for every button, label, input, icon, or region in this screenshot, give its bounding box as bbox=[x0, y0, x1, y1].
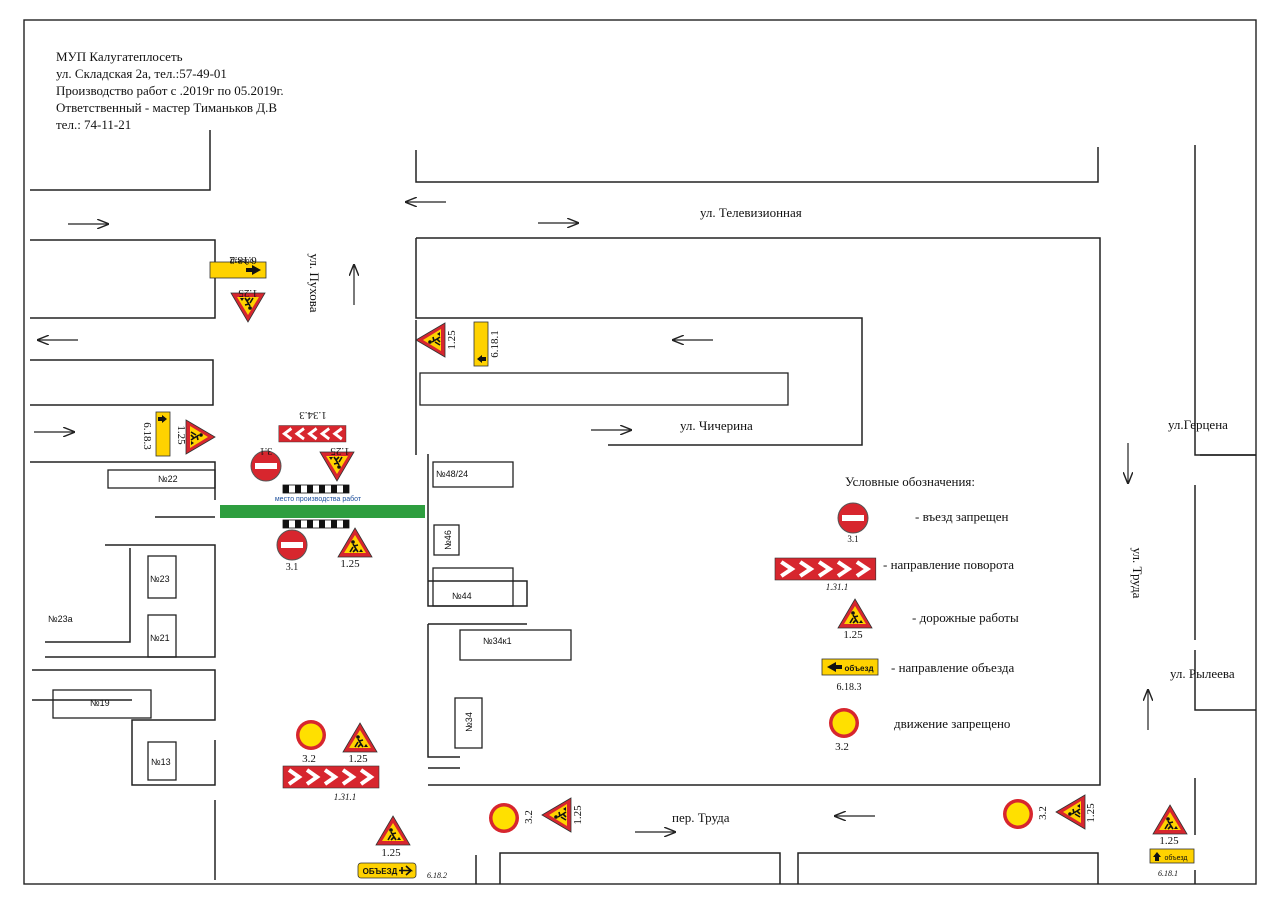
sign-code: 1.25 bbox=[1085, 803, 1097, 823]
detour-sign-6-18-2-top: объезд 6.18.2 bbox=[209, 254, 267, 279]
barrier-top bbox=[282, 484, 350, 494]
street-labels: ул. Телевизионная ул. Пухова ул. Чичерин… bbox=[307, 205, 1235, 825]
building-34k1: №34к1 bbox=[483, 636, 512, 646]
street-truda: ул. Труда bbox=[1130, 548, 1145, 599]
roadworks-sign-icon bbox=[415, 322, 446, 358]
legend-code: 3.1 bbox=[847, 534, 858, 544]
sign-code: 6.18.1 bbox=[1158, 869, 1178, 878]
sign-code: 3.1 bbox=[286, 562, 299, 573]
no-movement-sign-icon bbox=[296, 720, 326, 750]
sign-code: 3.2 bbox=[1037, 806, 1049, 820]
sign-code: 1.25 bbox=[446, 330, 458, 350]
sign-text: объезд bbox=[231, 257, 254, 265]
roadworks-sign-icon bbox=[337, 527, 373, 558]
sign-code: 1.25 bbox=[238, 287, 258, 299]
sign-code: 3.1 bbox=[260, 445, 273, 456]
roadworks-sign-icon bbox=[541, 797, 572, 833]
building-23a: №23а bbox=[48, 614, 73, 624]
legend-code: 3.2 bbox=[835, 741, 849, 753]
roadworks-sign-icon bbox=[1152, 804, 1188, 835]
street-televizionnaya: ул. Телевизионная bbox=[700, 205, 802, 220]
work-zone-strip bbox=[220, 505, 425, 518]
street-per-truda: пер. Труда bbox=[672, 810, 730, 825]
barrier-bottom bbox=[282, 519, 350, 529]
road-outlines bbox=[30, 130, 1256, 884]
detour-sign-6-18-2-bottom: ОБЪЕЗД bbox=[357, 862, 417, 879]
sign-text: объезд bbox=[1165, 854, 1188, 862]
org-address: ул. Складская 2а, тел.:57-49-01 bbox=[56, 66, 227, 81]
legend-no-movement-icon bbox=[829, 708, 859, 738]
legend-code: 6.18.3 bbox=[837, 682, 862, 693]
turn-direction-sign-1-34-3 bbox=[277, 424, 348, 444]
sign-code: 3.2 bbox=[302, 753, 316, 765]
map-signs: объезд 6.18.2 1.25 1.25 6.18.1 1.25 6.18… bbox=[141, 254, 1195, 880]
detour-sign-6-18-1 bbox=[473, 321, 489, 367]
sign-code: 6.18.3 bbox=[141, 422, 153, 450]
street-ryleeva: ул. Рылеева bbox=[1170, 666, 1235, 681]
roadworks-sign-icon bbox=[185, 419, 216, 455]
sign-code: 6.18.2 bbox=[229, 254, 257, 266]
legend-code: 1.31.1 bbox=[826, 582, 849, 592]
contact-phone: тел.: 74-11-21 bbox=[56, 117, 131, 132]
legend-text: - направление объезда bbox=[891, 660, 1014, 675]
legend-turn-direction-icon bbox=[775, 558, 876, 580]
sign-code: 6.18.1 bbox=[489, 330, 501, 358]
page-frame bbox=[23, 19, 1257, 885]
building-44: №44 bbox=[452, 591, 472, 601]
work-zone: место производства работ bbox=[220, 484, 425, 529]
legend-no-entry-icon bbox=[837, 502, 869, 534]
header-block: МУП Калугатеплосеть ул. Складская 2а, те… bbox=[56, 49, 284, 132]
sign-code: 1.25 bbox=[381, 847, 401, 859]
sign-code: 1.25 bbox=[330, 445, 350, 457]
roadworks-sign-icon bbox=[342, 722, 378, 753]
sign-code: 3.2 bbox=[523, 810, 535, 824]
work-zone-label: место производства работ bbox=[275, 495, 362, 503]
building-48-24: №48/24 bbox=[436, 469, 468, 479]
detour-sign-6-18-3 bbox=[155, 411, 171, 457]
building-34: №34 bbox=[464, 712, 474, 732]
sign-code: 1.25 bbox=[340, 558, 360, 570]
street-chicherina: ул. Чичерина bbox=[680, 418, 753, 433]
building-21: №21 bbox=[150, 633, 170, 643]
sign-code: 1.34.3 bbox=[299, 409, 327, 421]
legend-detour-icon: объезд bbox=[821, 658, 879, 676]
sign-code: 1.25 bbox=[1159, 835, 1179, 847]
street-gertsena: ул.Герцена bbox=[1168, 417, 1228, 432]
building-23: №23 bbox=[150, 574, 170, 584]
roadworks-sign-icon bbox=[1055, 794, 1086, 830]
legend: Условные обозначения: 3.1 - въезд запрещ… bbox=[775, 474, 1019, 753]
legend-code: 1.25 bbox=[843, 629, 863, 641]
legend-title: Условные обозначения: bbox=[845, 474, 975, 489]
legend-text: - дорожные работы bbox=[912, 610, 1019, 625]
no-movement-sign-icon bbox=[489, 803, 519, 833]
legend-text: - въезд запрещен bbox=[915, 509, 1009, 524]
roadworks-sign-icon bbox=[375, 815, 411, 846]
no-entry-sign-icon bbox=[276, 529, 308, 561]
building-labels: №22 №23 №23а №21 №19 №13 №48/24 №46 №44 … bbox=[48, 469, 512, 767]
detour-sign-6-18-1-bottom: объезд bbox=[1149, 848, 1195, 864]
responsible-person: Ответственный - мастер Тиманьков Д.В bbox=[56, 100, 277, 115]
traffic-arrows bbox=[34, 202, 1148, 832]
legend-roadworks-icon bbox=[837, 598, 873, 629]
sign-code: 1.31.1 bbox=[334, 792, 357, 802]
building-13: №13 bbox=[151, 757, 171, 767]
building-46: №46 bbox=[443, 530, 453, 550]
building-19: №19 bbox=[90, 698, 110, 708]
work-period: Производство работ с .2019г по 05.2019г. bbox=[56, 83, 284, 98]
building-22: №22 bbox=[158, 474, 178, 484]
sign-code: 1.25 bbox=[572, 805, 584, 825]
sign-code: 6.18.2 bbox=[427, 871, 447, 880]
blocks bbox=[52, 372, 789, 781]
sign-text: объезд bbox=[844, 664, 873, 673]
turn-direction-sign-icon bbox=[281, 764, 381, 790]
sign-text: ОБЪЕЗД bbox=[363, 867, 398, 876]
org-name: МУП Калугатеплосеть bbox=[56, 49, 183, 64]
sign-code: 1.25 bbox=[175, 425, 187, 445]
legend-text: движение запрещено bbox=[894, 716, 1010, 731]
sign-code: 1.25 bbox=[348, 753, 368, 765]
street-pukhova: ул. Пухова bbox=[307, 253, 322, 312]
legend-text: - направление поворота bbox=[883, 557, 1014, 572]
no-movement-sign-icon bbox=[1003, 799, 1033, 829]
